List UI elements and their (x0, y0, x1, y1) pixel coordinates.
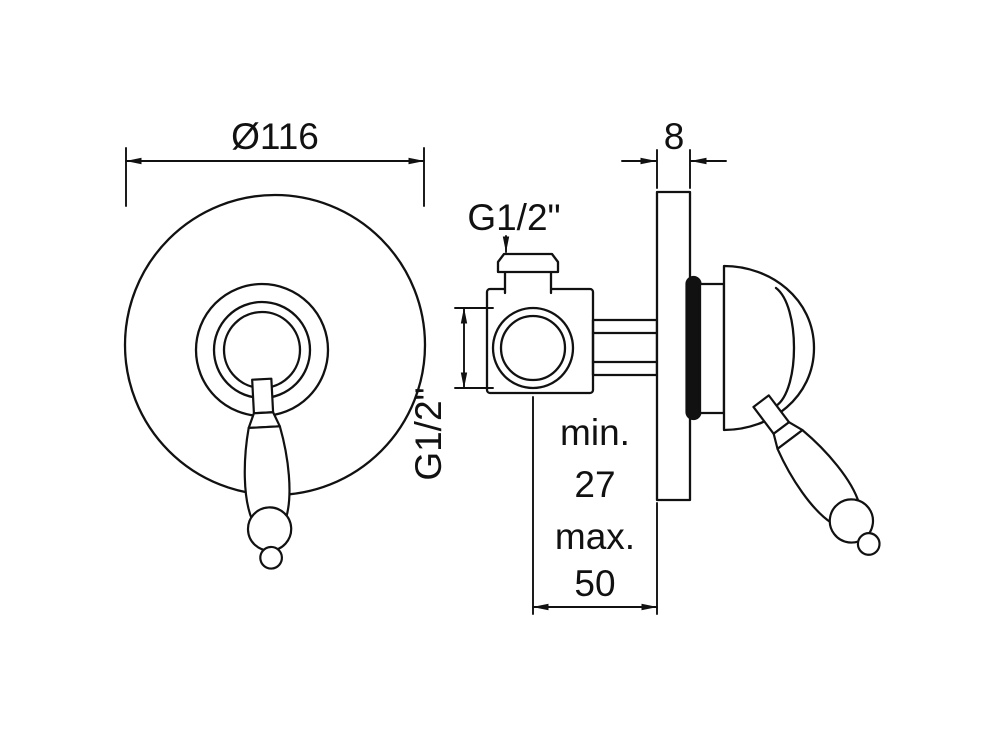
depth-min-label: min. (560, 412, 630, 453)
escutcheon-collar (698, 282, 726, 415)
handle-dome (722, 264, 816, 432)
top-fitting-neck (503, 269, 553, 295)
side-view: G1/2" G1/2" (408, 116, 895, 615)
top-fitting-nut (496, 252, 560, 274)
seal-ring (685, 275, 702, 421)
front-diameter-label: Ø116 (231, 116, 319, 157)
plate-thickness-label: 8 (664, 116, 685, 157)
inlet-port-inner (499, 314, 567, 382)
inlet-port-outer (491, 306, 575, 390)
top-port-label: G1/2" (467, 197, 560, 238)
front-diameter-dimension: Ø116 (125, 116, 425, 207)
top-port-dimension: G1/2" (467, 197, 561, 253)
plate-thickness-dimension: 8 (621, 116, 727, 189)
wall-plate (655, 190, 692, 502)
front-port-label: G1/2" (408, 387, 449, 480)
handle-dome-cap-line (774, 286, 796, 408)
drawing-root: Ø116 G1/2" G1/2" (123, 116, 895, 615)
depth-min-value: 27 (574, 464, 615, 505)
front-port-dimension: G1/2" (408, 307, 494, 481)
front-view: Ø116 (123, 116, 427, 572)
depth-dimension: min. 27 max. 50 (532, 396, 658, 615)
depth-max-value: 50 (574, 563, 615, 604)
depth-max-label: max. (555, 516, 635, 557)
